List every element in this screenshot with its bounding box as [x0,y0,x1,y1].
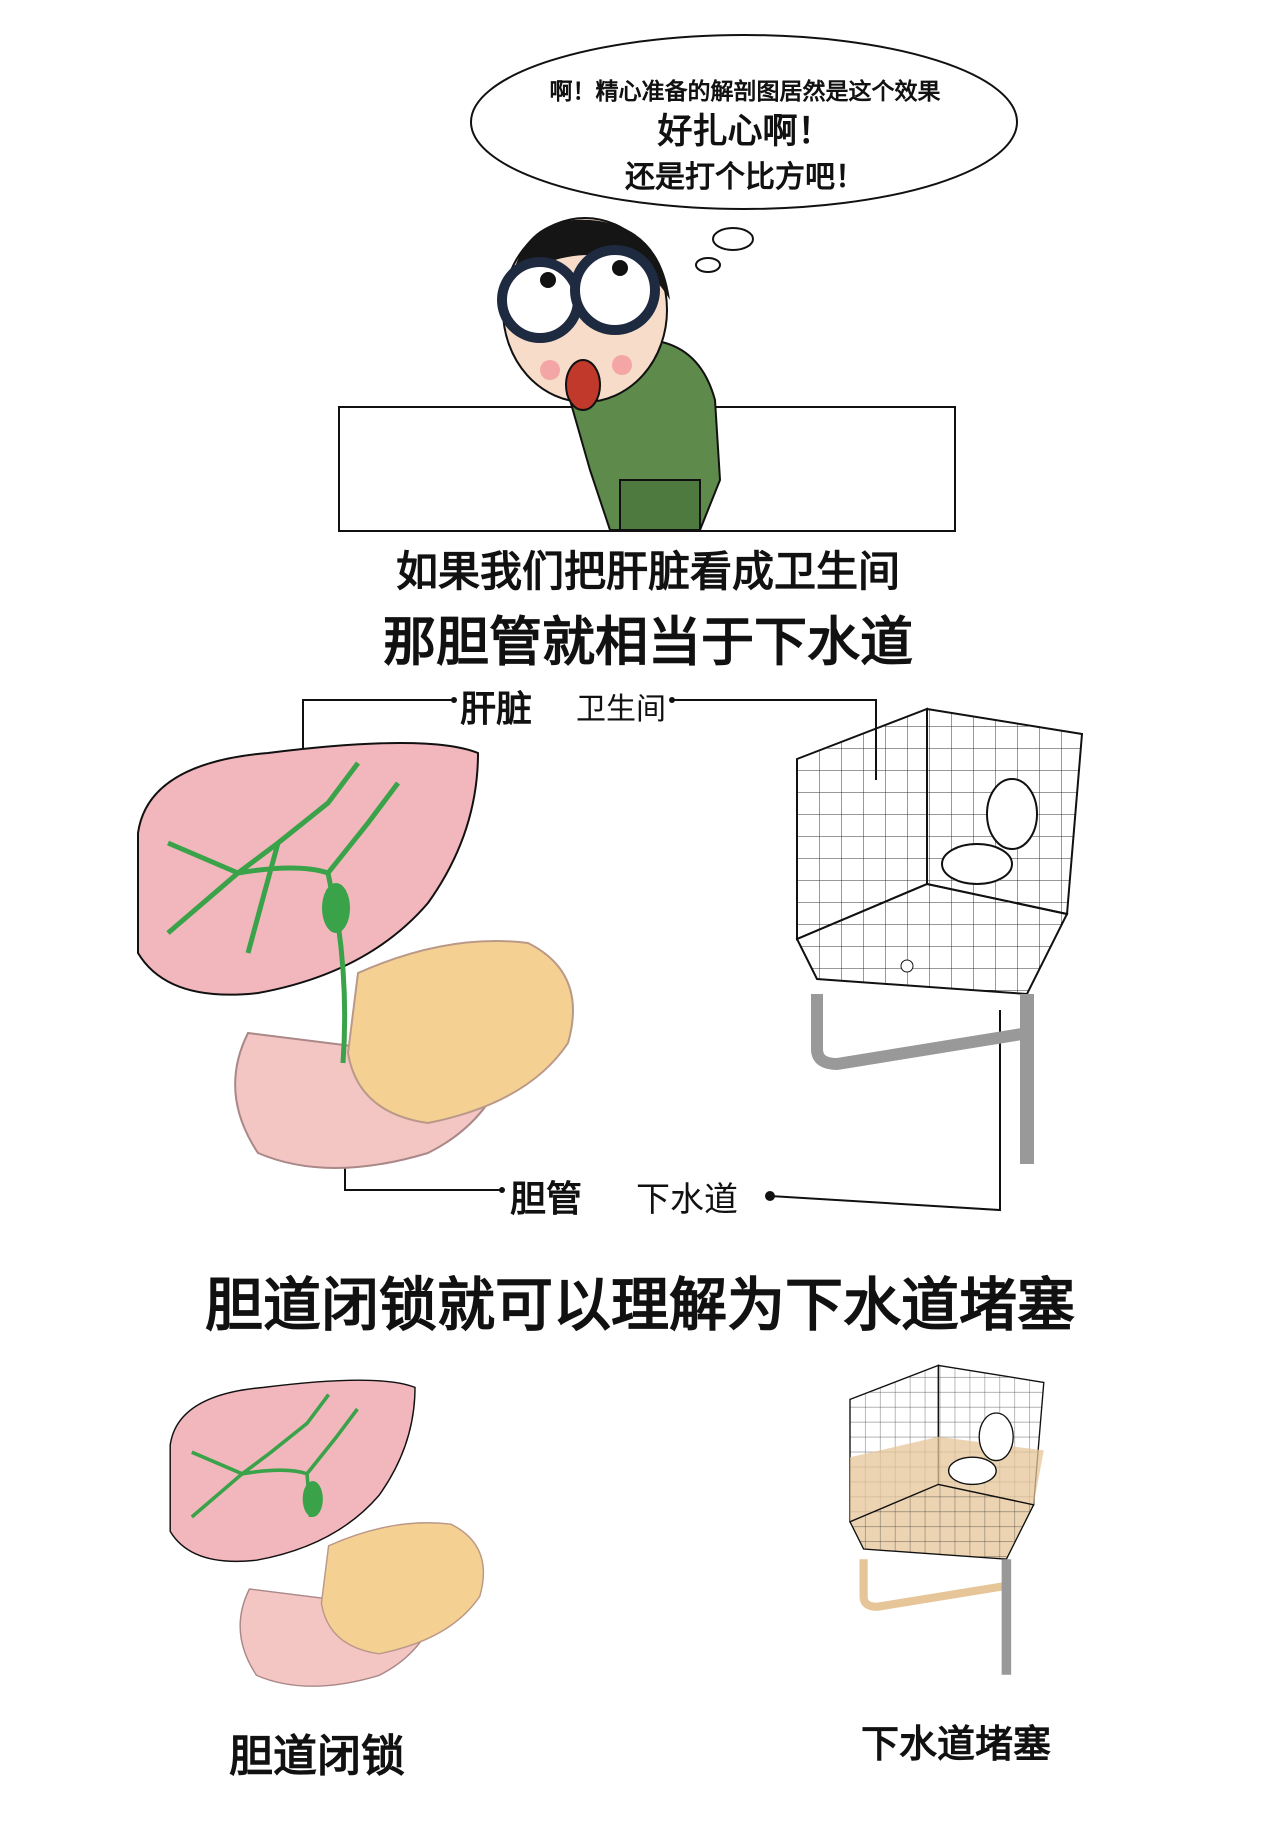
bubble-line-2: 好扎心啊！ [657,112,833,152]
bubble-line-1: 啊！精心准备的解剖图居然是这个效果 [549,79,941,105]
liver-illustration [137,742,574,1169]
label-sewer: 下水道 [636,1180,738,1220]
caption-sewer-blockage: 下水道堵塞 [861,1722,1052,1766]
character-illustration [338,217,956,532]
label-bathroom: 卫生间 [576,692,666,727]
liver-atresia-illustration [169,1379,484,1687]
bathroom-blocked-illustration [849,1364,1045,1675]
thought-dot [712,227,754,251]
bathroom-illustration [795,707,1084,1164]
thought-dot [695,257,721,273]
caption-biliary-atresia: 胆道闭锁 [229,1731,405,1782]
intro-line-2: 那胆管就相当于下水道 [383,612,913,673]
bubble-line-3: 还是打个比方吧！ [625,160,865,195]
conclusion-heading: 胆道闭锁就可以理解为下水道堵塞 [204,1271,1075,1339]
label-liver: 肝脏 [460,689,533,730]
intro-line-1: 如果我们把肝脏看成卫生间 [395,547,900,596]
speech-bubble [470,34,1018,273]
label-bile-duct: 胆管 [510,1179,583,1220]
